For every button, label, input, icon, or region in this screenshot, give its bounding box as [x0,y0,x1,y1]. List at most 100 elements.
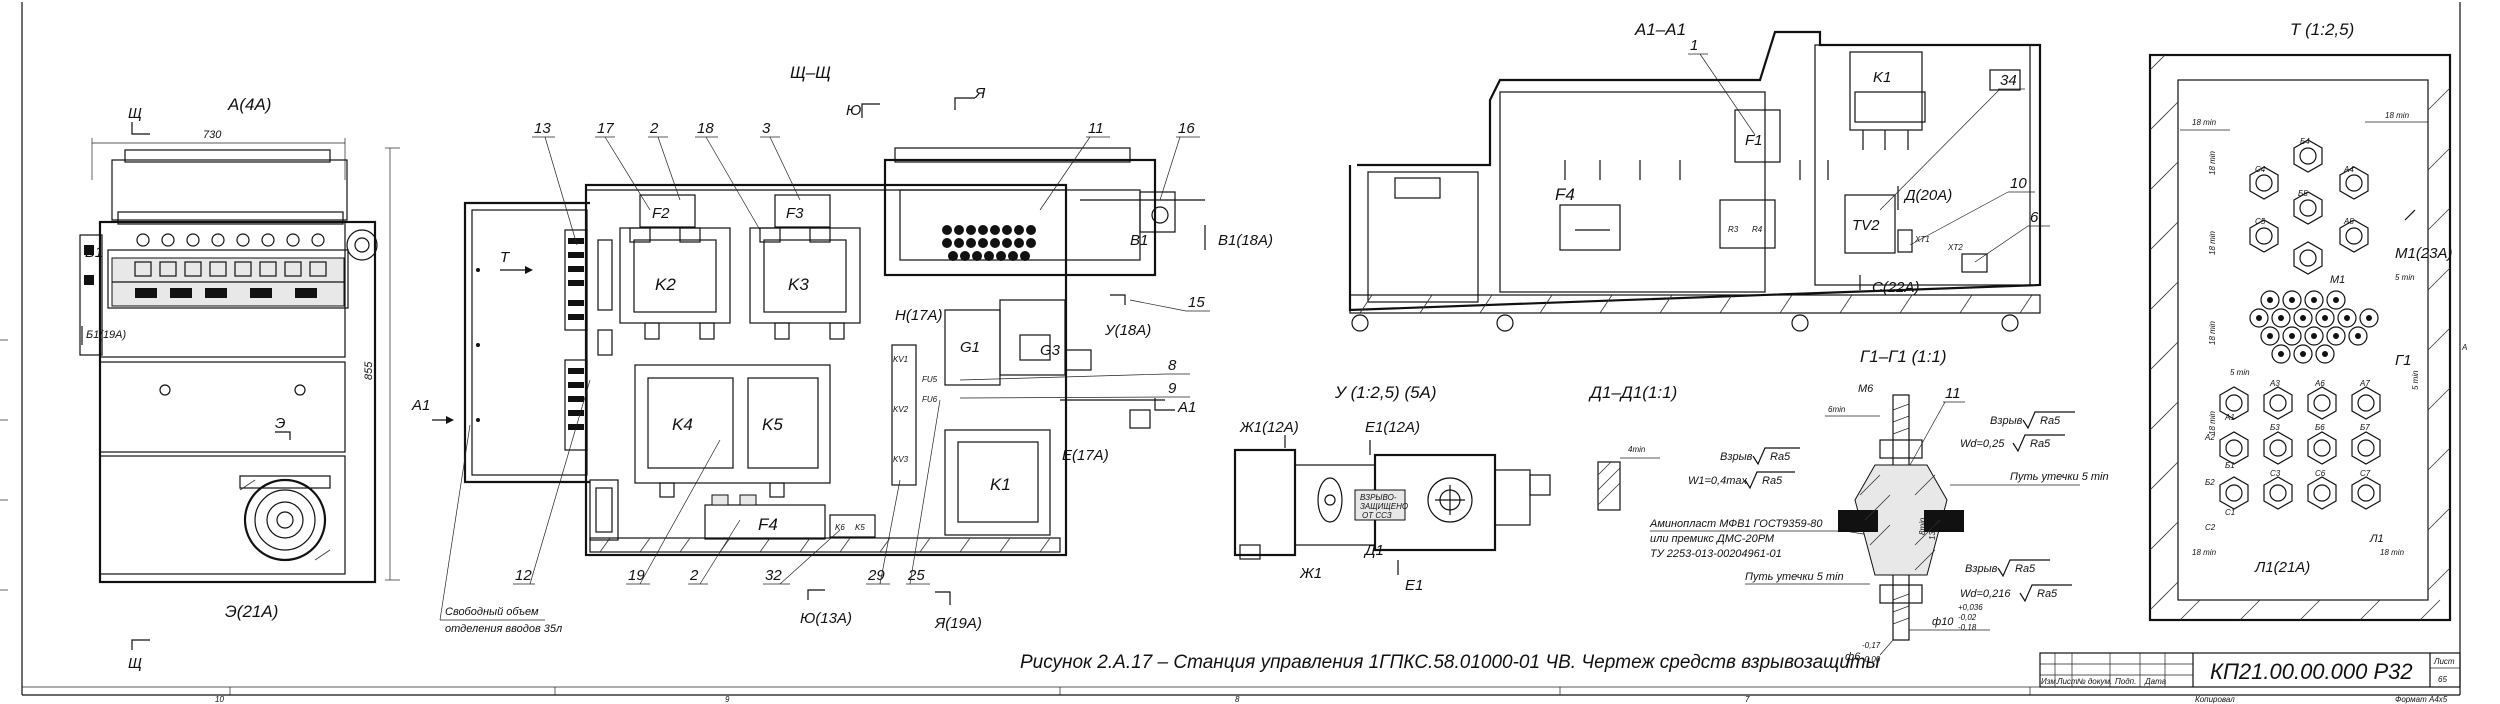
note-ra5: Ra5 [2040,415,2061,427]
label-b5: Б5 [2298,189,2308,198]
callout: 6 [2030,209,2039,226]
figure-caption: Рисунок 2.А.17 – Станция управления 1ГПК… [1020,652,1880,673]
section-mark-b1-19a: Б1(19А) [86,329,127,341]
label-c7: С7 [2360,469,2371,478]
callout: 2 [649,120,659,137]
stamp-col-izm: Изм. [2041,677,2058,686]
view-d1d1: Д1–Д1(1:1) 4min Аминопласт МФВ1 ГОСТ9359… [1588,383,1901,560]
section-mark-zh1: Ж1 [1299,565,1322,582]
component-r3: R3 [1728,225,1739,234]
label-b4: Б4 [2300,137,2310,146]
stamp-copied: Копировал [2195,695,2235,704]
component-f3: F3 [786,205,804,222]
callout: 25 [907,567,925,584]
callout: 1 [1690,37,1698,54]
component-g1: G1 [960,339,980,356]
dim-phi10-tol3: -0,18 [1958,623,1977,632]
component-k1: K1 [990,475,1011,494]
label-b7: Б7 [2360,423,2370,432]
view-title: Г1–Г1 (1:1) [1860,347,1947,366]
section-mark-m1: М1 [2330,274,2345,286]
title-block: Изм. Лист № докум. Подп. Дата КП21.00.00… [2039,652,2461,704]
note-ra5: Ra5 [1770,451,1791,463]
zone-label: 7 [1745,695,1750,704]
note-ra5: Ra5 [1762,475,1783,487]
note-ra5: Ra5 [2015,563,2036,575]
dim-phi10: ф10 [1932,616,1954,628]
document-code: КП21.00.00.000 Р32 [2210,659,2413,684]
dim-phi6-tol1: -0,17 [1862,641,1881,650]
dim-min18: 18 min [2208,410,2217,435]
view-title: А1–А1 [1634,20,1686,39]
dim-phi10-tol1: +0,036 [1958,603,1983,612]
callout: 10 [2010,175,2027,192]
section-mark: Щ [128,105,142,122]
zone-label: 8 [1235,695,1240,704]
section-mark-e-21a: Э(21А) [225,602,278,621]
component-r4: R4 [1752,225,1763,234]
label-b1: Б1 [2225,461,2235,470]
callout: 15 [1188,294,1205,311]
label-c5: С5 [2255,217,2266,226]
stamp-col-doc: № докум. [2077,677,2112,686]
component-k2: K2 [655,275,676,294]
view-a1a1: А1–А1 K1 F1 F4 R3 R4 TV2 XT1 XT2 [1348,20,2050,332]
dimension-height: 855 [363,361,375,380]
callout: 32 [765,567,782,584]
component-kv1: KV1 [893,355,908,364]
label-c2: С2 [2205,523,2216,532]
note-wd025: Wd=0,25 [1960,438,2005,450]
plate-text-1: ВЗРЫВО- [1360,493,1397,502]
section-mark-e: Э [275,415,285,432]
dim-m6: М6 [1858,383,1874,395]
section-mark-d1: Д1 [1363,542,1384,559]
view-title: Т (1:2,5) [2290,20,2354,39]
component-f1: F1 [1745,132,1763,149]
section-mark-b1: Б1 [85,244,103,261]
section-mark-e1: Е1 [1405,577,1423,594]
component-g3: G3 [1040,342,1061,359]
component-k3: K3 [788,275,809,294]
view-a4a: А(4А) Щ 730 855 [79,95,400,672]
label-a7: А7 [2359,379,2370,388]
label-a1: А1 [2224,413,2235,422]
callout: 34 [2000,72,2017,89]
callout: 2 [689,567,699,584]
callout: 19 [628,567,645,584]
note-leak: Путь утечки 5 min [2010,471,2109,483]
section-mark: Щ [128,655,142,672]
dim-min18: 18 min [2380,548,2405,557]
label-c3: С3 [2270,469,2281,478]
stamp-col-date: Дата [2144,677,2167,686]
view-g1g1: Г1–Г1 (1:1) М6 6min 8min 13min 11 Взрыв … [1688,347,2109,664]
section-mark-n-17a: Н(17А) [895,307,943,324]
dim-min18: 18 min [2192,118,2217,127]
view-title: У (1:2,5) (5А) [1334,383,1437,402]
dim-phi10-tol2: -0,02 [1958,613,1977,622]
section-mark-d-20a: Д(20А) [1903,187,1952,204]
component-k5b: K5 [855,523,865,532]
note-wd0216: Wd=0,216 [1960,588,2011,600]
label-a3: А3 [2269,379,2280,388]
label-b3: Б3 [2270,423,2280,432]
component-kv2: KV2 [893,405,909,414]
section-mark-l1: Л1 [2369,533,2384,545]
component-tv2: TV2 [1852,217,1880,234]
zone-label: 10 [215,695,224,704]
stamp-sheet-number: 65 [2438,675,2447,684]
callout: 3 [762,120,771,137]
label-c4: С4 [2255,165,2266,174]
view-arrow-label: Т [500,249,511,266]
section-mark-a1: А1 [411,397,430,414]
view-shch: Щ–Щ Т А1 [411,63,1273,635]
callout: 17 [597,120,614,137]
dim-13min: 13min [1928,518,1937,540]
component-f2: F2 [652,205,670,222]
dim-min18: 18 min [2192,548,2217,557]
label-b6: Б6 [2315,423,2325,432]
component-k4: K4 [672,415,693,434]
stamp-col-sign: Подп. [2115,677,2136,686]
callout: 8 [1168,357,1177,374]
